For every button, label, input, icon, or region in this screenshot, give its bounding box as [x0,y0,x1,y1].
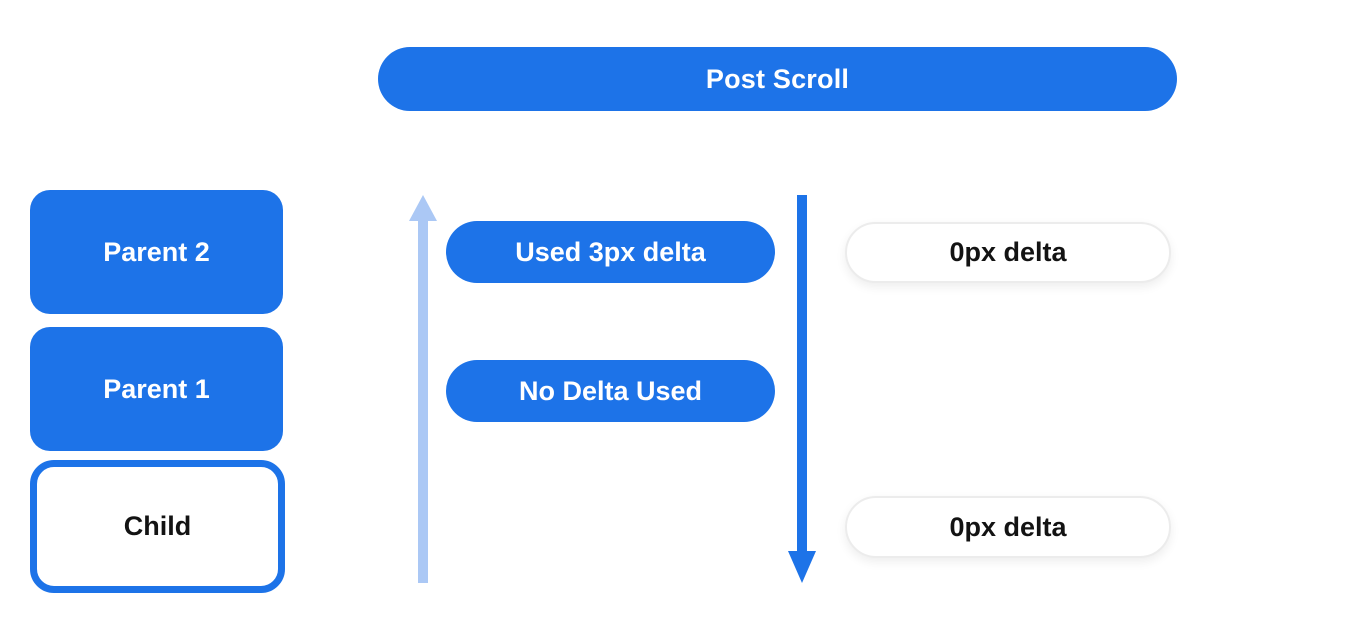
parent-1-box: Parent 1 [30,327,283,451]
down-arrowhead-icon [788,551,816,583]
zero-delta-pill-top: 0px delta [845,222,1171,283]
zero-delta-pill-bottom: 0px delta [845,496,1171,558]
post-scroll-banner: Post Scroll [378,47,1177,111]
down-arrow-shaft [797,195,807,553]
up-arrow-shaft [418,217,428,583]
upward-scroll-arrow [409,195,437,583]
parent-2-box: Parent 2 [30,190,283,314]
child-box: Child [30,460,285,593]
used-delta-pill: Used 3px delta [446,221,775,283]
no-delta-used-pill: No Delta Used [446,360,775,422]
up-arrowhead-icon [409,195,437,221]
downward-scroll-arrow [788,195,816,585]
